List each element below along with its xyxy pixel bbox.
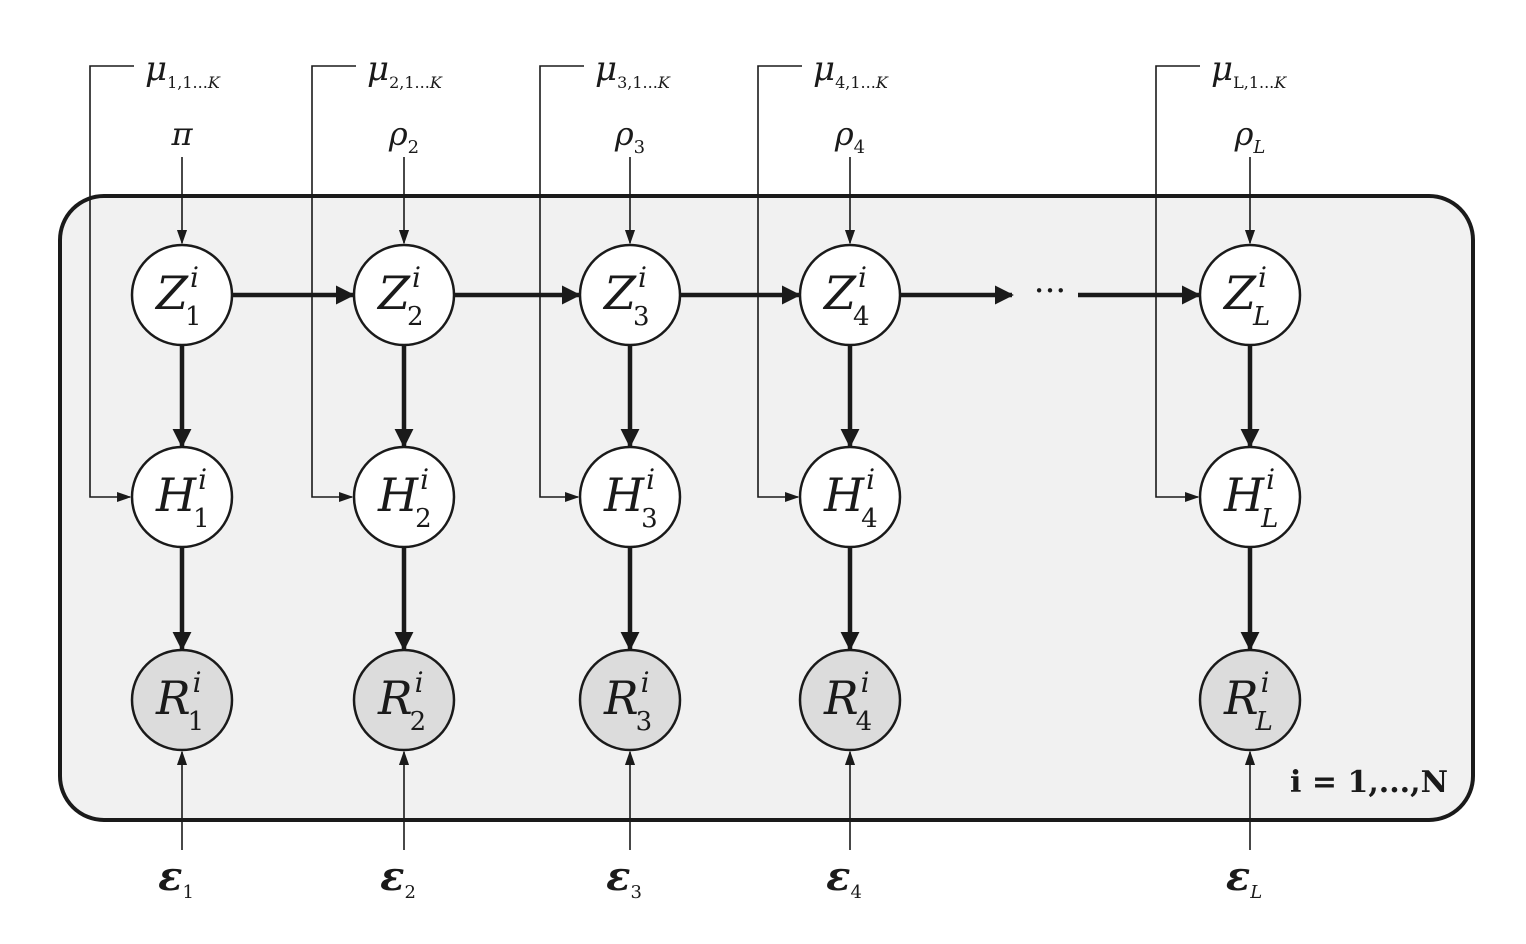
z-node-circle-2: [352, 243, 456, 347]
z-node-circle-1: [130, 243, 234, 347]
epsilon-label-1: ε1: [158, 853, 194, 903]
h-node-circle-l: [1198, 445, 1302, 549]
r-node-circle-l: [1198, 648, 1302, 752]
param-label-l: ρL: [1234, 115, 1266, 158]
r-node-circle-1: [130, 648, 234, 752]
mu-label-3: μ3,1...K: [595, 49, 671, 92]
epsilon-label-l: εL: [1226, 853, 1262, 903]
z-node-circle-3: [578, 243, 682, 347]
mu-edge-2: [311, 65, 356, 503]
mu-edge-3: [539, 65, 584, 503]
h-node-circle-1: [130, 445, 234, 549]
r-node-circle-4: [798, 648, 902, 752]
epsilon-label-2: ε2: [380, 853, 416, 903]
param-label-3: ρ3: [614, 115, 645, 158]
epsilon-label-4: ε4: [826, 853, 862, 903]
mu-label-1: μ1,1...K: [145, 49, 221, 92]
param-label-2: ρ2: [388, 115, 419, 158]
h-node-circle-3: [578, 445, 682, 549]
mu-label-l: μL,1...K: [1211, 49, 1287, 92]
mu-edge-4: [757, 65, 802, 503]
h-node-circle-2: [352, 445, 456, 549]
mu-label-2: μ2,1...K: [367, 49, 443, 92]
r-node-circle-3: [578, 648, 682, 752]
mu-edge-l: [1155, 65, 1200, 503]
z-node-circle-l: [1198, 243, 1302, 347]
chain-ellipsis: ···: [1034, 271, 1066, 311]
mu-label-4: μ4,1...K: [813, 49, 889, 92]
h-node-circle-4: [798, 445, 902, 549]
z-node-circle-4: [798, 243, 902, 347]
parameter-edges: [89, 65, 1256, 850]
param-label-1: π: [170, 115, 193, 153]
r-node-circle-2: [352, 648, 456, 752]
param-label-4: ρ4: [834, 115, 865, 158]
dependency-edges: [172, 285, 1260, 651]
parameter-labels: μ1,1...K π ε1 μ2,1...K ρ2 ε2 μ3,1...K ρ3 ε3 μ4,1.…: [145, 49, 1287, 903]
mu-edge-1: [89, 65, 134, 503]
epsilon-label-3: ε3: [606, 853, 642, 903]
plate-label: i = 1,...,N: [1290, 765, 1448, 800]
